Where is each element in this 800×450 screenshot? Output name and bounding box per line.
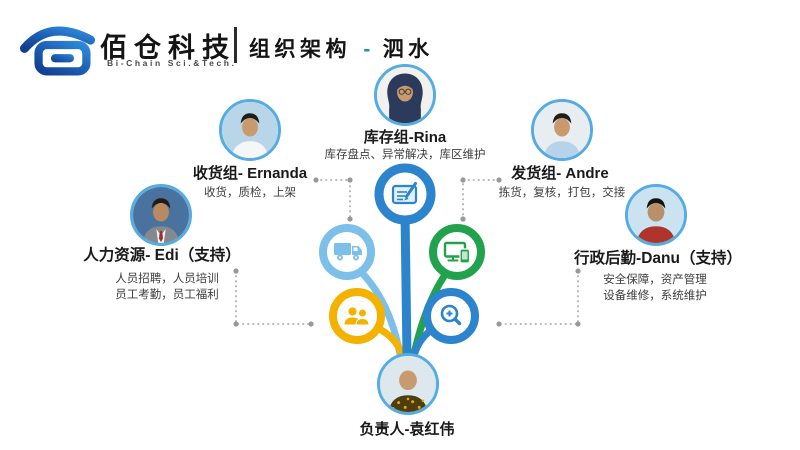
page-title-dash: - xyxy=(363,38,371,61)
node-desc-hr-2: 员工考勤，员工福利 xyxy=(115,289,219,301)
hijab-band xyxy=(394,81,416,90)
node-desc-inventory: 库存盘点、异常解决，库区维护 xyxy=(324,149,486,161)
avatar-ernanda xyxy=(219,99,281,161)
hair xyxy=(240,113,260,124)
hair xyxy=(151,198,171,209)
page-title-right: 泗水 xyxy=(382,38,434,61)
node-title-admin: 行政后勤-Danu（支持） xyxy=(574,250,742,267)
avatar-edi xyxy=(130,184,192,246)
face xyxy=(153,202,169,222)
avatar-andre xyxy=(531,99,593,161)
glasses xyxy=(398,88,412,95)
avatar-yuan xyxy=(377,353,439,415)
page-title: 组织架构 - 泗水 xyxy=(249,33,434,63)
shirt xyxy=(636,226,676,243)
truck-icon xyxy=(334,243,362,261)
shirt xyxy=(231,141,269,158)
node-title-hr: 人力资源- Edi（支持） xyxy=(83,247,241,264)
node-title-shipping: 发货组- Andre xyxy=(511,165,609,182)
hair xyxy=(646,198,666,209)
face xyxy=(399,370,417,391)
edit-document-icon xyxy=(391,182,418,205)
node-title-receiving: 收货组- Ernanda xyxy=(192,165,308,182)
node-desc-admin-2: 设备维修，系统维护 xyxy=(603,290,707,302)
face xyxy=(242,117,258,137)
node-desc-admin-1: 安全保障，资产管理 xyxy=(603,274,707,286)
hair xyxy=(552,113,572,124)
node-desc-shipping: 拣货，复核，打包，交接 xyxy=(498,187,626,199)
node-desc-receiving: 收货，质检，上架 xyxy=(204,187,296,199)
brand-name-en: Bi-Chain Sci.&Tech. xyxy=(107,58,237,68)
node-title-inventory: 库存组-Rina xyxy=(363,129,447,146)
node-title-leader: 负责人-袁红伟 xyxy=(359,421,455,438)
page-title-left: 组织架构 xyxy=(249,38,351,61)
devices-icon xyxy=(443,241,471,264)
brand-name: 佰仓科技 xyxy=(100,33,236,63)
tie xyxy=(158,230,164,243)
node-desc-hr-1: 人员招聘，人员培训 xyxy=(115,273,219,285)
shirt xyxy=(543,141,581,158)
stem-inventory xyxy=(400,207,412,361)
connector-admin xyxy=(498,270,579,325)
zoom-in-icon xyxy=(440,304,462,326)
avatar-danu xyxy=(625,184,687,246)
brand-house-logo-icon xyxy=(19,26,96,76)
connector-dots xyxy=(233,177,581,327)
petal-hr xyxy=(329,288,385,344)
face xyxy=(647,202,665,222)
team-icon xyxy=(343,306,370,326)
header-divider xyxy=(234,27,237,63)
shirt xyxy=(388,108,422,123)
connector-receiving xyxy=(315,179,351,220)
avatar-rina xyxy=(374,64,436,126)
face xyxy=(554,117,570,137)
